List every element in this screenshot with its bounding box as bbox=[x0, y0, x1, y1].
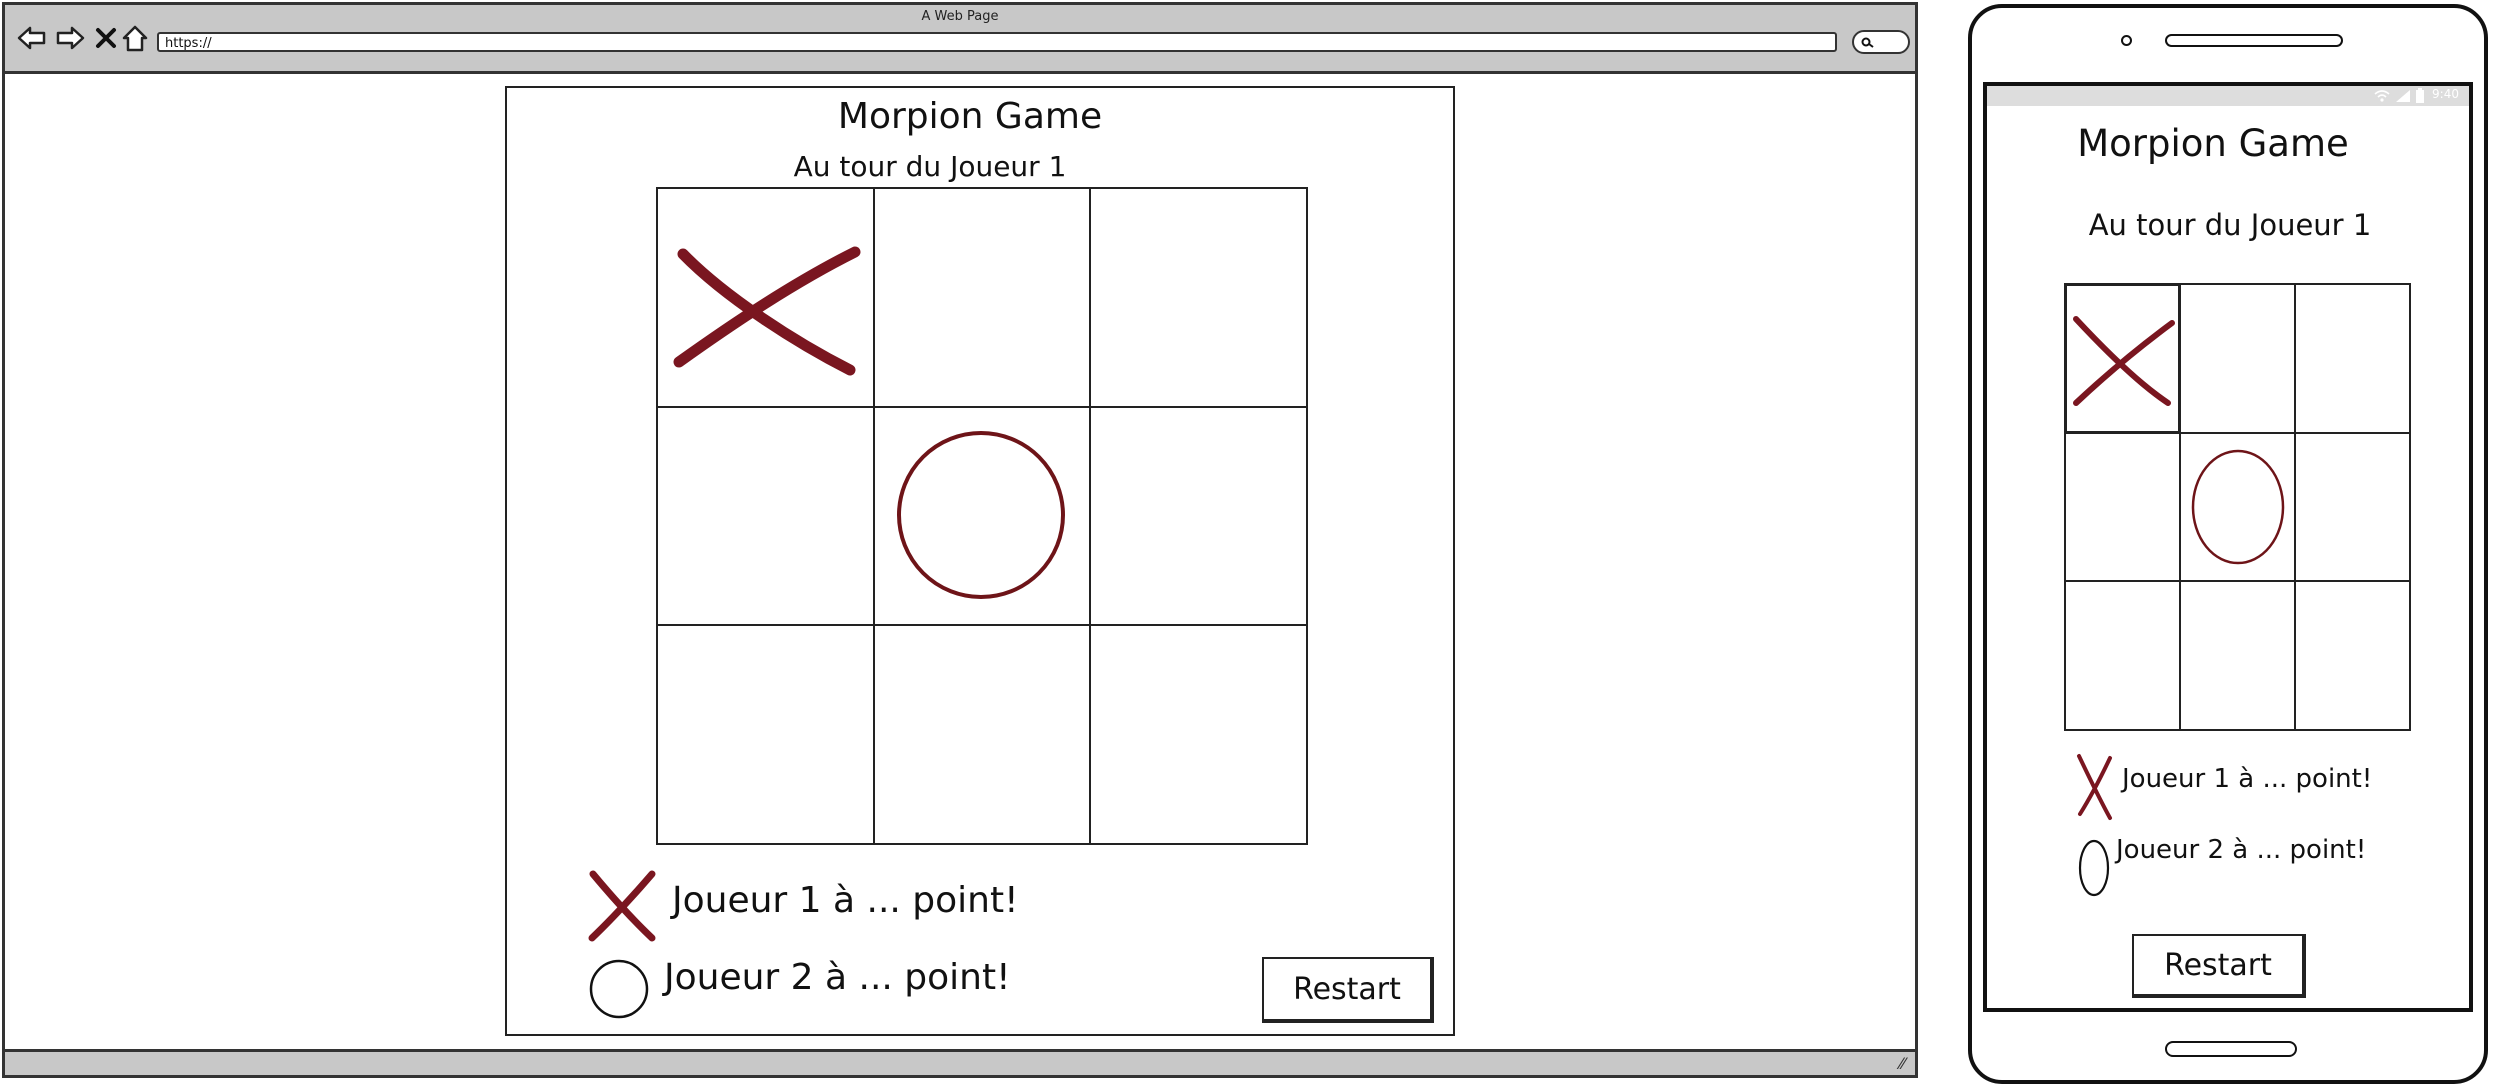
search-icon bbox=[1861, 37, 1874, 48]
mobile-restart-button[interactable]: Restart bbox=[2132, 934, 2306, 998]
wifi-icon bbox=[2374, 90, 2390, 102]
home-icon[interactable] bbox=[121, 23, 149, 61]
board-cell[interactable] bbox=[1089, 187, 1308, 408]
turn-indicator: Au tour du Joueur 1 bbox=[793, 150, 1067, 183]
board-cell[interactable] bbox=[2294, 431, 2411, 583]
board-cell[interactable] bbox=[2179, 283, 2296, 434]
board-cell[interactable] bbox=[1089, 405, 1308, 627]
board-cell[interactable] bbox=[872, 187, 1092, 408]
resize-grip-icon[interactable]: ⁄⁄ bbox=[1899, 1054, 1905, 1073]
board-cell[interactable] bbox=[2294, 580, 2411, 731]
mobile-player2-score: Joueur 2 à ... point! bbox=[2116, 835, 2367, 865]
phone-home-button[interactable] bbox=[2165, 1041, 2297, 1057]
o-mark-icon bbox=[897, 431, 1066, 600]
close-icon[interactable] bbox=[95, 23, 117, 61]
board-cell[interactable] bbox=[656, 187, 875, 408]
mobile-page-title: Morpion Game bbox=[2077, 122, 2349, 165]
player1-x-icon bbox=[2077, 754, 2112, 820]
status-time: 9:40 bbox=[2432, 87, 2459, 101]
board-cell[interactable] bbox=[872, 624, 1092, 845]
board-cell[interactable] bbox=[656, 624, 875, 845]
board-cell[interactable] bbox=[2064, 580, 2181, 731]
search-button[interactable] bbox=[1852, 30, 1910, 54]
restart-button[interactable]: Restart bbox=[1262, 957, 1434, 1023]
game-panel bbox=[505, 86, 1455, 1036]
player2-o-icon bbox=[589, 959, 649, 1019]
board-cell[interactable] bbox=[1089, 624, 1308, 845]
mobile-game-board bbox=[2064, 283, 2411, 731]
browser-toolbar: A Web Page https:// bbox=[5, 5, 1915, 74]
page-title: Morpion Game bbox=[837, 96, 1103, 137]
phone-status-bar: 9:40 bbox=[1987, 86, 2469, 106]
o-mark-icon bbox=[2191, 449, 2284, 565]
phone-screen bbox=[1983, 82, 2473, 1012]
signal-icon bbox=[2396, 90, 2410, 102]
board-cell[interactable] bbox=[2294, 283, 2411, 434]
x-mark-icon bbox=[2072, 316, 2175, 407]
browser-status-bar: ⁄⁄ bbox=[5, 1049, 1915, 1075]
forward-arrow-icon[interactable] bbox=[55, 23, 85, 61]
phone-speaker bbox=[2165, 34, 2343, 47]
browser-title: A Web Page bbox=[921, 9, 999, 24]
player2-o-icon bbox=[2078, 839, 2110, 897]
board-cell[interactable] bbox=[872, 405, 1092, 627]
board-cell[interactable] bbox=[2064, 431, 2181, 583]
board-cell[interactable] bbox=[656, 405, 875, 627]
player1-score: Joueur 1 à ... point! bbox=[672, 880, 1019, 921]
game-board bbox=[656, 187, 1308, 845]
player1-x-icon bbox=[588, 870, 656, 942]
browser-window: A Web Page https:// ⁄⁄ bbox=[2, 2, 1918, 1078]
back-arrow-icon[interactable] bbox=[17, 23, 47, 61]
x-mark-icon bbox=[673, 246, 861, 376]
board-cell[interactable] bbox=[2179, 431, 2296, 583]
board-cell[interactable] bbox=[2064, 283, 2181, 434]
url-bar[interactable]: https:// bbox=[157, 32, 1837, 52]
player2-score: Joueur 2 à ... point! bbox=[664, 957, 1011, 998]
phone-camera bbox=[2121, 35, 2132, 46]
mobile-player1-score: Joueur 1 à ... point! bbox=[2122, 764, 2373, 794]
board-cell[interactable] bbox=[2179, 580, 2296, 731]
battery-icon bbox=[2416, 88, 2424, 103]
mobile-turn-indicator: Au tour du Joueur 1 bbox=[2088, 208, 2372, 242]
